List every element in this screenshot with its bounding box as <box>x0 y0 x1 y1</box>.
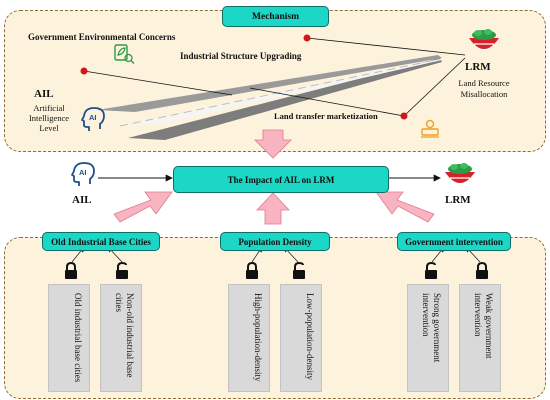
card-weak-government-text: Weak government intervention <box>473 293 494 359</box>
impact-label: The Impact of AIL on LRM <box>227 174 335 185</box>
land-transfer-icon <box>421 119 439 138</box>
heterogeneity-panel <box>4 237 546 399</box>
population-up-arrow <box>256 192 290 225</box>
road-icon <box>97 55 442 140</box>
leaf-check-icon <box>114 44 135 64</box>
card-weak-government: Weak government intervention <box>459 284 501 392</box>
card-high-density: High-population-density <box>228 284 270 392</box>
lock-icon <box>476 262 488 279</box>
old-industrial-up-arrow <box>113 191 173 223</box>
card-low-density: Low-population-density <box>280 284 322 392</box>
svg-text:AI: AI <box>89 113 97 122</box>
ail-full-line-3: Level <box>39 123 59 133</box>
card-old-industrial: Old industrial base cities <box>48 284 90 392</box>
ail-center-label: AIL <box>72 194 92 206</box>
land-map-icon <box>469 29 499 51</box>
svg-text:AI: AI <box>79 168 87 177</box>
card-strong-government: Strong government intervention <box>407 284 449 392</box>
dot-gov-env <box>303 34 311 42</box>
group-title-government: Government intervention <box>405 236 503 247</box>
dot-land-transfer <box>400 112 408 120</box>
mechanism-panel <box>4 10 546 152</box>
card-non-old-industrial-text: Non-old industrial base cities <box>114 293 135 378</box>
connector-gov-env <box>306 37 466 56</box>
group-title-old-industrial: Old Industrial Base Cities <box>51 236 151 247</box>
impact-box: The Impact of AIL on LRM <box>173 166 389 193</box>
land-transfer-label: Land transfer marketization <box>274 111 378 121</box>
lrm-center-label: LRM <box>445 194 471 206</box>
group-box-population: Population Density <box>220 232 330 251</box>
ail-abbr-top: AIL <box>34 88 54 100</box>
unlock-icon <box>293 262 305 279</box>
ail-full-line-1: Artificial <box>33 103 65 113</box>
card-high-density-text: High-population-density <box>253 293 263 382</box>
lrm-full-line-2: Misallocation <box>460 89 508 99</box>
industrial-upgrading-label: Industrial Structure Upgrading <box>180 51 302 61</box>
lrm-abbr-top: LRM <box>465 61 491 73</box>
ai-head-icon: AI <box>71 162 95 186</box>
government-up-arrow <box>375 191 435 223</box>
group-box-old-industrial: Old Industrial Base Cities <box>42 232 160 251</box>
lock-icon <box>65 262 77 279</box>
ai-head-icon: AI <box>81 107 105 131</box>
unlock-icon <box>116 262 128 279</box>
ail-full-line-2: Intelligence <box>28 113 70 123</box>
gov-env-concerns-label: Government Environmental Concerns <box>28 32 176 42</box>
land-map-icon <box>445 163 475 185</box>
card-non-old-industrial: Non-old industrial base cities <box>100 284 142 392</box>
card-low-density-text: Low-population-density <box>305 293 315 380</box>
connector-land-transfer-2 <box>249 87 405 117</box>
group-title-population: Population Density <box>238 236 312 247</box>
mechanism-title-box: Mechanism <box>222 6 329 27</box>
lrm-full-line-1: Land Resource <box>458 78 510 88</box>
unlock-icon <box>425 262 437 279</box>
connector-land-transfer <box>403 57 466 117</box>
mechanism-title: Mechanism <box>252 11 299 22</box>
mechanism-down-arrow <box>254 129 292 159</box>
lock-icon <box>246 262 258 279</box>
group-box-government: Government intervention <box>397 232 511 251</box>
card-old-industrial-text: Old industrial base cities <box>73 293 83 383</box>
card-strong-government-text: Strong government intervention <box>421 293 442 363</box>
connector-industrial <box>83 70 233 96</box>
dot-industrial <box>80 67 88 75</box>
